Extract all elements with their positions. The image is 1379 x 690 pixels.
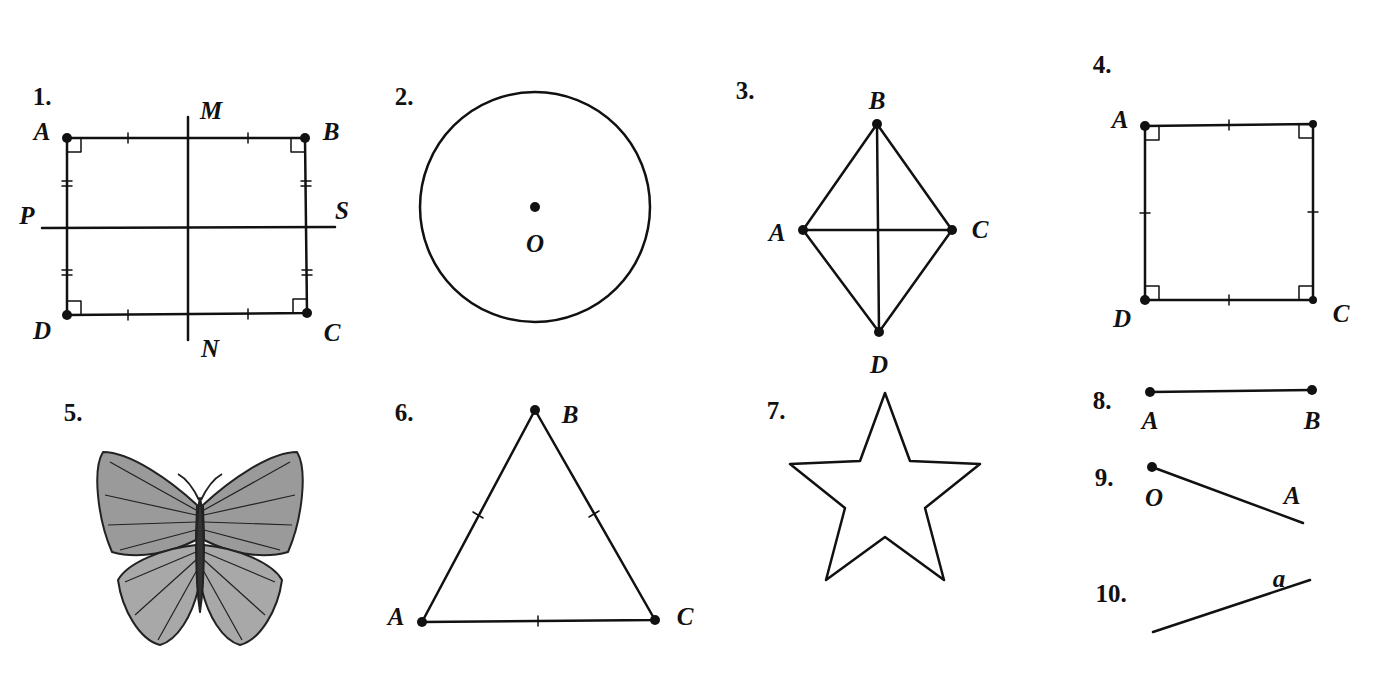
rectangle-figure: [42, 117, 335, 340]
figure-number: 2.: [395, 84, 414, 109]
line-label: a: [1273, 566, 1286, 591]
point-label: N: [201, 336, 219, 361]
ray-figure: [1152, 467, 1303, 523]
point-label: C: [324, 320, 341, 345]
figure-number: 7.: [767, 398, 786, 423]
point-label: A: [769, 220, 786, 245]
figure-number: 6.: [395, 400, 414, 425]
point-label: P: [19, 203, 34, 228]
figure-number: 4.: [1093, 52, 1112, 77]
butterfly-picture: [97, 452, 302, 645]
point-label: A: [1284, 483, 1301, 508]
point-label: D: [1113, 306, 1131, 331]
figure-number: 3.: [736, 78, 755, 103]
segment-figure: [1150, 390, 1312, 392]
point-label: C: [677, 604, 694, 629]
point-label: A: [388, 604, 405, 629]
triangle-figure: [422, 410, 655, 626]
point-label: C: [972, 217, 989, 242]
figure-number: 1.: [33, 84, 52, 109]
point-label: D: [33, 318, 51, 343]
square-figure: [1140, 120, 1318, 305]
figure-number: 9.: [1095, 465, 1114, 490]
point-label: S: [335, 198, 349, 223]
rhombus-figure: [803, 124, 952, 332]
point-label: A: [1142, 408, 1159, 433]
point-label: B: [323, 119, 340, 144]
point-label: A: [1112, 107, 1129, 132]
point-label: A: [34, 119, 51, 144]
point-label: B: [562, 402, 579, 427]
figure-number: 8.: [1093, 388, 1112, 413]
point-label: O: [1145, 485, 1163, 510]
line-figure: [1153, 580, 1310, 632]
circle-figure: [420, 92, 650, 322]
point-label: D: [870, 352, 888, 377]
point-label: B: [869, 88, 886, 113]
figure-number: 10.: [1095, 581, 1126, 606]
point-label: C: [1333, 301, 1350, 326]
point-label: O: [526, 231, 544, 256]
figure-number: 5.: [64, 400, 83, 425]
point-label: M: [200, 98, 222, 123]
star-figure: [790, 393, 980, 580]
point-label: B: [1304, 408, 1321, 433]
